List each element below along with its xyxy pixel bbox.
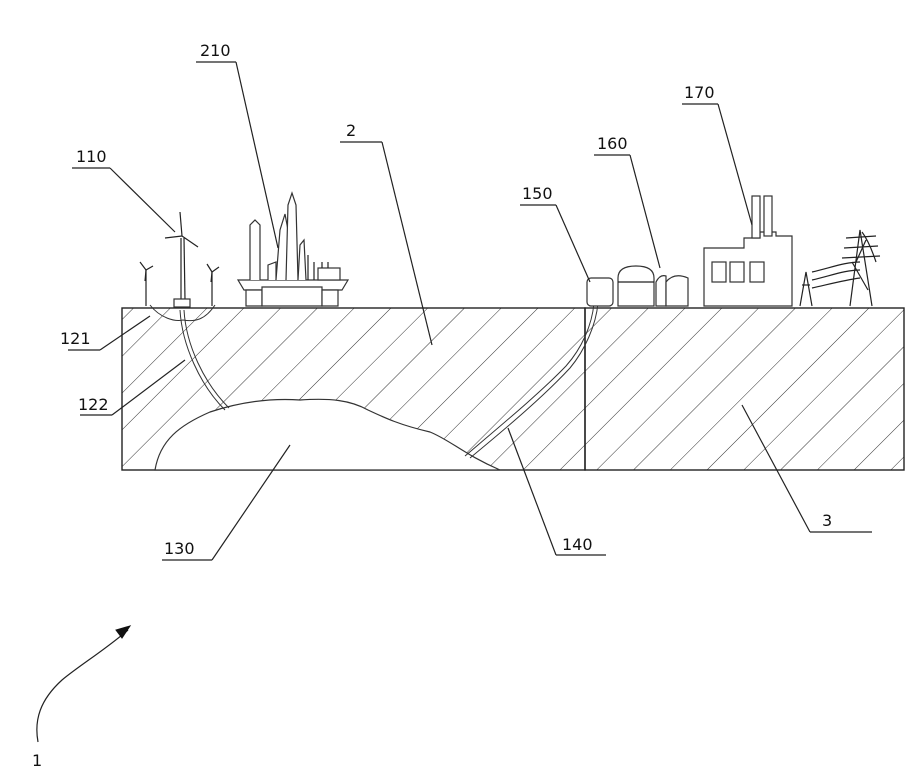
wind-turbine-small-left [140, 262, 153, 306]
tanks-160 [618, 266, 688, 306]
underground-block [122, 308, 904, 470]
label-160: 160 [597, 134, 628, 153]
label-1: 1 [32, 751, 42, 770]
label-210: 210 [200, 41, 231, 60]
label-140: 140 [562, 535, 593, 554]
assembly-arrow [37, 626, 130, 742]
wind-turbine-small-right [207, 264, 219, 306]
label-110: 110 [76, 147, 107, 166]
region-3-right-ground [585, 308, 904, 470]
label-2: 2 [346, 121, 356, 140]
power-pylons [800, 230, 880, 306]
label-122: 122 [78, 395, 109, 414]
label-170: 170 [684, 83, 715, 102]
wind-turbines-110 [140, 212, 219, 307]
refinery-platform-210 [238, 193, 348, 306]
label-121: 121 [60, 329, 91, 348]
storage-tank-150 [587, 278, 613, 306]
label-3: 3 [822, 511, 832, 530]
label-130: 130 [164, 539, 195, 558]
label-150: 150 [522, 184, 553, 203]
